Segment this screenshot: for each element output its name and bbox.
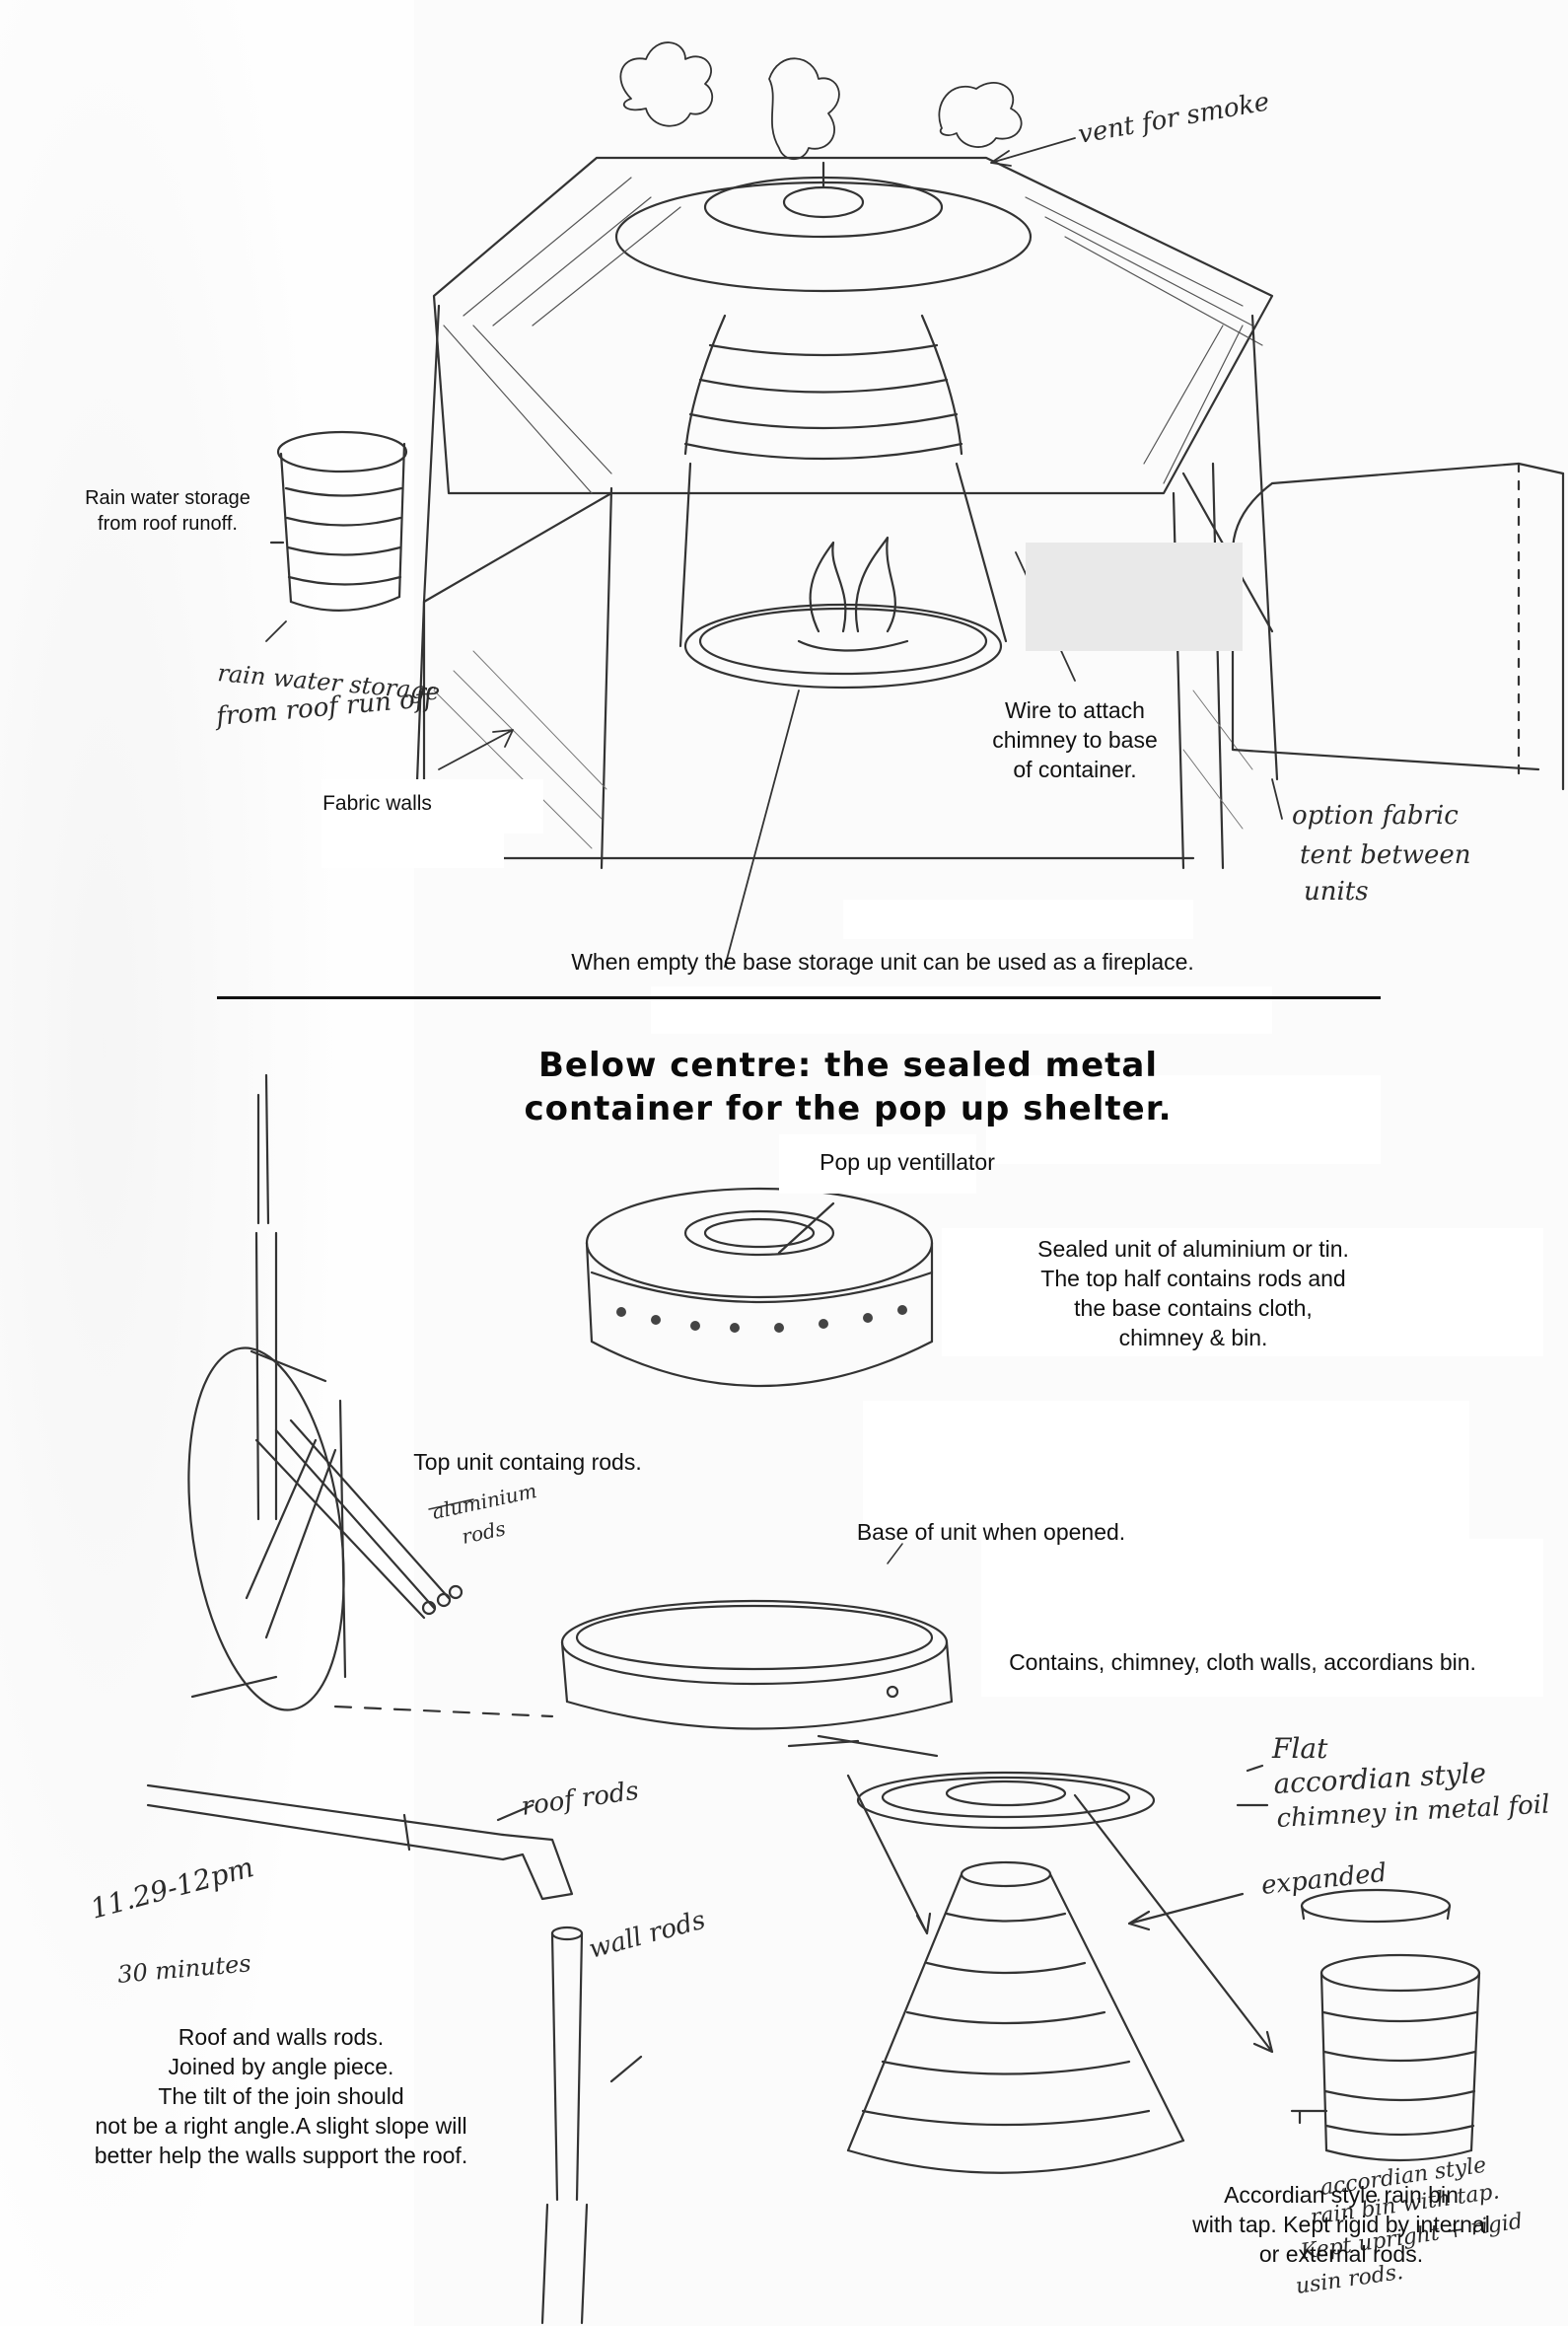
label-patch: [779, 1134, 976, 1194]
rain-bin: [1073, 1793, 1481, 2162]
label-patch: [843, 900, 1193, 939]
rods-label: Roof and walls rods. Joined by angle pie…: [94, 2024, 468, 2168]
label-patch: [863, 1401, 1469, 1539]
label-patch: [321, 779, 543, 834]
rain-water-tank: [269, 430, 408, 612]
sealed-unit-label: Sealed unit of aluminium or tin. The top…: [1037, 1236, 1349, 1350]
hw-option-1: option fabric: [1292, 801, 1459, 831]
top-unit-label: Top unit containg rods.: [413, 1449, 642, 1475]
base-unit-open: [333, 1543, 954, 1730]
roof-structure: [432, 156, 1274, 495]
chimney-cone: [683, 314, 963, 461]
roof-hatching: [443, 177, 1263, 494]
top-unit-with-rods: [187, 1073, 474, 1711]
section-title: Below centre: the sealed metal container…: [524, 1046, 1173, 1128]
wall-hatching: [433, 650, 1253, 849]
pop-up-ventilator-label: Pop up ventillator: [820, 1149, 995, 1175]
expanded-chimney: [846, 1774, 1245, 2174]
label-patch: [1026, 543, 1243, 651]
wire-label: Wire to attach chimney to base of contai…: [992, 697, 1158, 782]
label-patch: [986, 1075, 1381, 1164]
sealed-container: [585, 1187, 1028, 1388]
label-patch: [981, 1539, 1543, 1697]
hw-option-2: tent between: [1300, 840, 1471, 870]
section-divider: [217, 996, 1381, 999]
fireplace-label: When empty the base storage unit can be …: [571, 949, 1194, 975]
label-patch: [651, 986, 1272, 1034]
label-patch: [942, 1228, 1543, 1356]
flat-chimney: [787, 1734, 1269, 1830]
smoke-plumes: [619, 41, 1023, 161]
rain-bin-label: Accordian style rain bin with tap. Kept …: [1192, 2182, 1490, 2267]
rain-storage-label: Rain water storage from roof runoff.: [85, 487, 250, 535]
roof-wall-rods: [146, 1783, 643, 2325]
label-patch: [321, 829, 504, 868]
hw-flat-1: Flat: [1271, 1732, 1328, 1765]
base-unit-label: Base of unit when opened.: [856, 1519, 1126, 1545]
contains-label: Contains, chimney, cloth walls, accordia…: [1009, 1649, 1476, 1675]
fabric-walls-label: Fabric walls: [322, 792, 432, 815]
hw-option-3: units: [1304, 877, 1369, 907]
fireplace-base: [678, 462, 1008, 690]
